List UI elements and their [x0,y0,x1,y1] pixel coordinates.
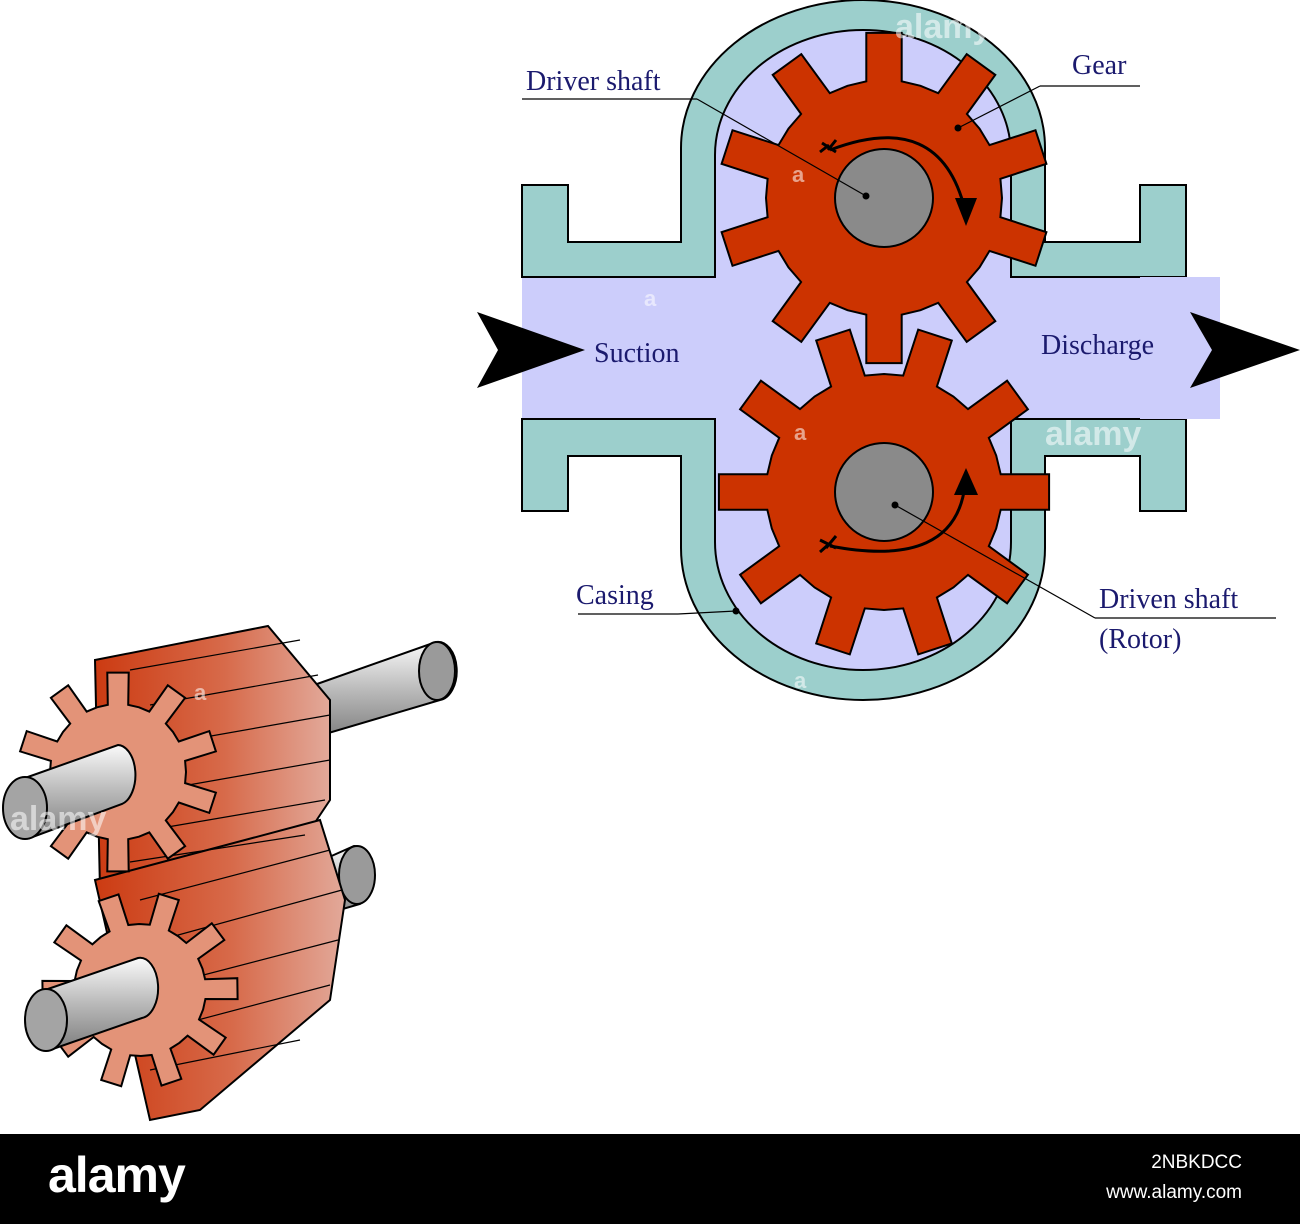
watermark-brand: alamy [895,8,991,46]
clockwise-arrow [829,136,967,211]
driven-shaft-disc [834,442,934,542]
watermark-brand: alamy [1045,415,1141,453]
watermark-brand: alamy [10,800,106,838]
driver-shaft-leader-dot [862,192,870,200]
counterclockwise-arrowhead [954,468,978,495]
label-rotor: (Rotor) [1099,624,1181,655]
inlet-arrow-icon [477,312,585,388]
lower-shaft-end [24,988,68,1052]
footer-logo: alamy [48,1147,186,1203]
watermark-small: a [792,162,805,187]
counterclockwise-arrow [829,484,967,553]
pump-cross-section: Driver shaft Gear Suction Discharge Casi… [477,0,1300,701]
footer-image-id: 2NBKDCC [1151,1152,1242,1173]
footer-url: www.alamy.com [1106,1182,1242,1203]
driver-shaft-disc [834,148,934,248]
upper-shaft-end [2,776,48,840]
upper-shaft-front [23,743,137,840]
watermark-small: a [644,286,657,311]
label-suction: Suction [594,338,680,369]
driven-shaft-leader-dot [891,501,899,509]
lower-shaft-front [43,956,160,1052]
arrow-fletching-icon [819,535,838,554]
clockwise-arrowhead [955,198,977,226]
label-gear: Gear [1072,50,1127,81]
watermark-small: a [194,680,207,705]
arrow-fletching-icon [819,139,838,154]
footer-bar: alamy 2NBKDCC www.alamy.com [0,1134,1300,1224]
gear-leader [957,85,1041,129]
casing-leader [677,610,737,615]
gear-leader-dot [954,124,962,132]
outlet-arrow-icon [1190,312,1300,388]
watermark-small: a [794,420,807,445]
gear-3d-illustration [2,624,458,1122]
driven-shaft-leader [894,504,1096,619]
label-driver-shaft: Driver shaft [526,66,661,97]
label-discharge: Discharge [1041,330,1154,361]
label-casing: Casing [576,580,654,611]
driver-shaft-leader [696,98,867,197]
casing-leader-dot [732,607,740,615]
label-driven-shaft: Driven shaft [1099,584,1238,615]
watermark-small: a [794,668,807,693]
watermarks: alamy alamy alamy a a a a a [10,8,1141,838]
